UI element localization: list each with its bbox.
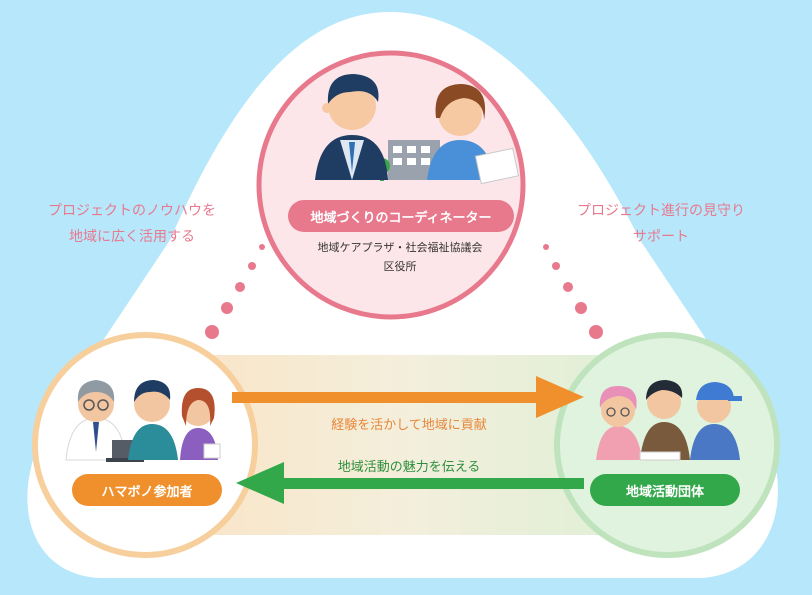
group-elder-woman-illustration — [596, 386, 642, 460]
groups-label-pill: 地域活動団体 — [590, 474, 740, 506]
group-cap-man-illustration — [690, 382, 742, 460]
participant-elder-man-illustration — [65, 380, 127, 461]
right-note-line-1: プロジェクト進行の見守り — [577, 203, 745, 219]
arrow-to-participants — [236, 462, 584, 504]
left-note-line-1: プロジェクトのノウハウを — [48, 203, 216, 219]
participant-woman-illustration — [180, 388, 221, 460]
participants-label-pill: ハマボノ参加者 — [72, 474, 222, 506]
coordinator-man-illustration — [315, 74, 388, 180]
flow-to-groups-text: 経験を活かして地域に貢献 — [331, 418, 487, 433]
right-dotted-connector — [543, 244, 603, 339]
left-note-line-2: 地域に広く活用する — [69, 229, 195, 245]
coordinator-label-pill: 地域づくりのコーディネーター — [288, 200, 514, 232]
groups-label: 地域活動団体 — [625, 484, 704, 500]
coordinator-orgs: 地域ケアプラザ・社会福祉協議会 区役所 — [300, 238, 500, 276]
left-note: プロジェクトのノウハウを 地域に広く活用する — [42, 198, 222, 250]
left-dotted-connector — [205, 244, 265, 339]
right-note-line-2: サポート — [633, 229, 689, 245]
participant-man-illustration — [128, 380, 178, 460]
right-note: プロジェクト進行の見守り サポート — [566, 198, 756, 250]
coordinator-label: 地域づくりのコーディネーター — [310, 210, 492, 226]
coordinator-org-2: 区役所 — [383, 260, 417, 273]
coordinator-org-1: 地域ケアプラザ・社会福祉協議会 — [317, 241, 483, 254]
group-man-illustration — [639, 380, 690, 461]
arrow-to-groups — [232, 376, 584, 418]
coordinator-circle — [256, 50, 526, 320]
participants-label: ハマボノ参加者 — [101, 484, 193, 500]
flow-to-participants-text: 地域活動の魅力を伝える — [337, 460, 481, 475]
coordinator-woman-illustration — [427, 84, 520, 185]
